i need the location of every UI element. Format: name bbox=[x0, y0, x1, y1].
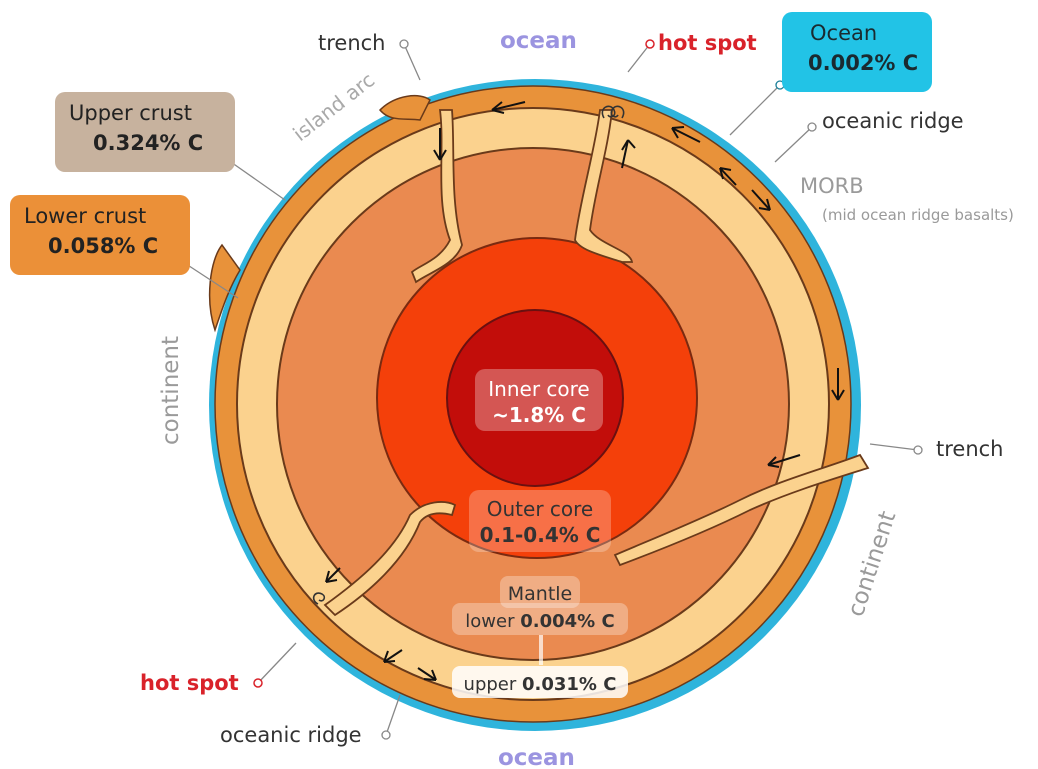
mantle-name: Mantle bbox=[508, 583, 573, 605]
morb-label: MORB bbox=[800, 174, 864, 198]
upper-crust-carbon-box: Upper crust 0.324% C bbox=[55, 92, 235, 172]
upper-crust-box-value: 0.324% C bbox=[93, 131, 204, 155]
lower-mantle-label: lower 0.004% C bbox=[465, 611, 614, 632]
ocean-carbon-box: Ocean 0.002% C bbox=[782, 12, 932, 92]
subducting-slab-left bbox=[410, 109, 463, 284]
mantle-label-bg bbox=[500, 576, 580, 608]
ocean-box-value: 0.002% C bbox=[808, 51, 919, 75]
lower-mantle-label-bg bbox=[452, 603, 628, 635]
upper-mantle-label-bg bbox=[452, 666, 628, 698]
outer-core-value: 0.1-0.4% C bbox=[480, 523, 601, 547]
outer-core-name: Outer core bbox=[487, 497, 593, 521]
outer-core-label-bg bbox=[469, 490, 611, 552]
oceanic-ridge-label-top: oceanic ridge bbox=[822, 109, 964, 133]
plume-bottom-left bbox=[323, 501, 457, 617]
trench-label-right: trench bbox=[936, 437, 1004, 461]
spiral-glyph bbox=[610, 105, 625, 119]
spiral-glyph bbox=[601, 105, 616, 119]
inner-core-value: ~1.8% C bbox=[492, 403, 586, 427]
inner-core-name: Inner core bbox=[488, 377, 589, 401]
continent-label-right: continent bbox=[843, 508, 901, 620]
hot-spot-dots bbox=[253, 39, 655, 688]
ocean-box-name: Ocean bbox=[810, 21, 878, 45]
trench-label-top: trench bbox=[318, 31, 386, 55]
continent-bump bbox=[378, 94, 431, 121]
plume-right bbox=[574, 109, 634, 263]
inner-core-label-bg bbox=[475, 369, 603, 431]
leader-lines bbox=[179, 43, 919, 736]
continent-bump bbox=[208, 243, 241, 333]
mantle-connector bbox=[539, 635, 543, 665]
oceanic-ridge-label-bottom: oceanic ridge bbox=[220, 723, 362, 747]
upper-crust-box-name: Upper crust bbox=[69, 101, 192, 125]
ocean-label-top: ocean bbox=[500, 28, 577, 54]
hot-spot-label-bottom: hot spot bbox=[140, 671, 239, 695]
inner-core-layer bbox=[446, 309, 624, 487]
upper-mantle-label: upper 0.031% C bbox=[464, 674, 617, 695]
lower-crust-box-name: Lower crust bbox=[24, 204, 147, 228]
ocean-label-bottom: ocean bbox=[498, 745, 575, 769]
lower-crust-box-value: 0.058% C bbox=[48, 234, 159, 258]
continent-label-left: continent bbox=[158, 336, 184, 445]
convection-arrows bbox=[325, 101, 845, 681]
spiral-glyph bbox=[312, 592, 326, 605]
hot-spot-label-top: hot spot bbox=[658, 31, 757, 55]
morb-sublabel: (mid ocean ridge basalts) bbox=[822, 206, 1014, 224]
subducting-slab-right bbox=[613, 453, 870, 567]
lower-crust-carbon-box: Lower crust 0.058% C bbox=[10, 195, 190, 275]
